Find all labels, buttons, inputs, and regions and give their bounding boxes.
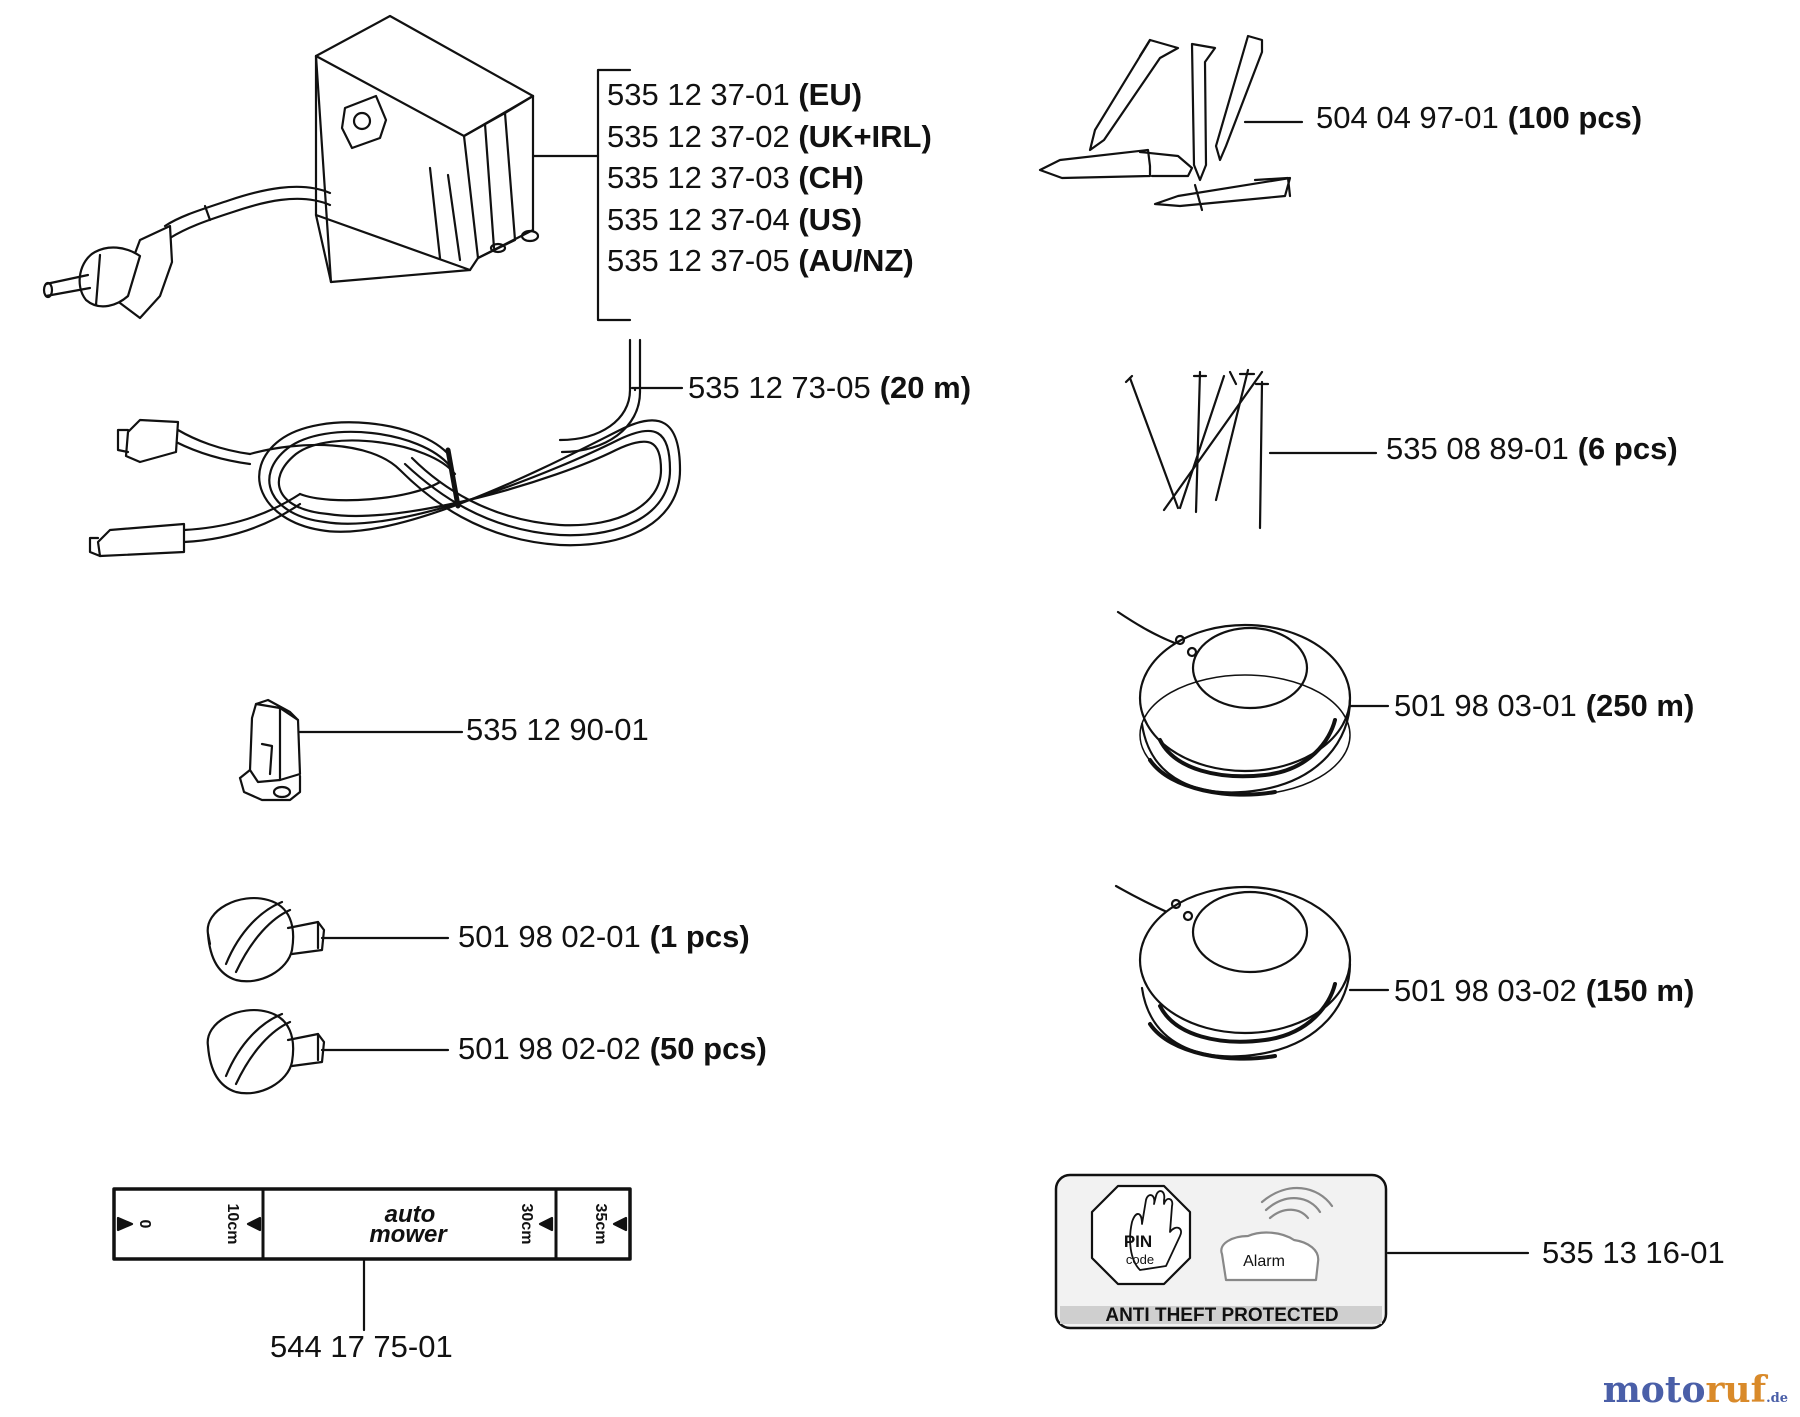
- cable-leader: [630, 386, 684, 392]
- decal-pin-text: PIN: [1124, 1232, 1152, 1251]
- label-wire-150: 501 98 03-02(150 m): [1394, 973, 1695, 1008]
- label-decal: 535 13 16-01: [1542, 1235, 1725, 1270]
- label-wire-250: 501 98 03-01(250 m): [1394, 688, 1695, 723]
- wire-spool-250-illustration: [1116, 610, 1352, 797]
- ruler-mark-30cm: 30cm: [518, 1204, 535, 1245]
- ruler-brand-line1: auto: [385, 1201, 436, 1228]
- wire-spool-150-illustration: [1114, 884, 1352, 1061]
- label-coupler-1: 501 98 02-01(1 pcs): [458, 919, 750, 954]
- psu-variant-ch: 535 12 37-03 (CH): [607, 160, 864, 195]
- decal-alarm-text: Alarm: [1243, 1253, 1285, 1270]
- label-coupler-50: 501 98 02-02(50 pcs): [458, 1031, 767, 1066]
- ruler-mark-10cm: 10cm: [224, 1204, 241, 1245]
- label-connector: 535 12 90-01: [466, 712, 649, 747]
- ruler-mark-zero: 0: [136, 1220, 153, 1229]
- psu-variant-us: 535 12 37-04 (US): [607, 201, 863, 237]
- watermark-logo: motoruf.de: [1602, 1369, 1788, 1411]
- ruler-illustration: [112, 1187, 632, 1332]
- decal-illustration: [1054, 1173, 1388, 1330]
- psu-variant-eu: 535 12 37-01 (EU): [607, 77, 863, 112]
- label-pegs-metal: 535 08 89-01(6 pcs): [1386, 431, 1678, 466]
- cable-coil-illustration: [88, 338, 682, 558]
- ruler-brand-line2: mower: [369, 1221, 448, 1248]
- psu-variant-au: 535 12 37-05 (AU/NZ): [607, 243, 914, 278]
- coupler-50-illustration: [206, 1009, 326, 1095]
- power-supply-variants: 535 12 37-01 (EU) 535 12 37-02 (UK+IRL) …: [607, 74, 932, 282]
- ruler-mark-35cm: 35cm: [592, 1204, 609, 1245]
- decal-footer-text: ANTI THEFT PROTECTED: [1105, 1305, 1338, 1326]
- power-supply-illustration: [42, 14, 540, 320]
- plastic-pegs-illustration: [1038, 34, 1292, 212]
- label-low-voltage-cable: 535 12 73-05(20 m): [688, 370, 972, 405]
- label-pegs-plastic: 504 04 97-01(100 pcs): [1316, 100, 1643, 135]
- psu-variant-uk: 535 12 37-02 (UK+IRL): [607, 118, 932, 154]
- metal-pegs-illustration: [1124, 368, 1270, 530]
- psu-bracket: [596, 68, 632, 322]
- decal-code-text: code: [1126, 1252, 1154, 1267]
- label-ruler: 544 17 75-01: [270, 1329, 453, 1364]
- coupler-1-illustration: [206, 897, 326, 983]
- connector-illustration: [238, 698, 302, 802]
